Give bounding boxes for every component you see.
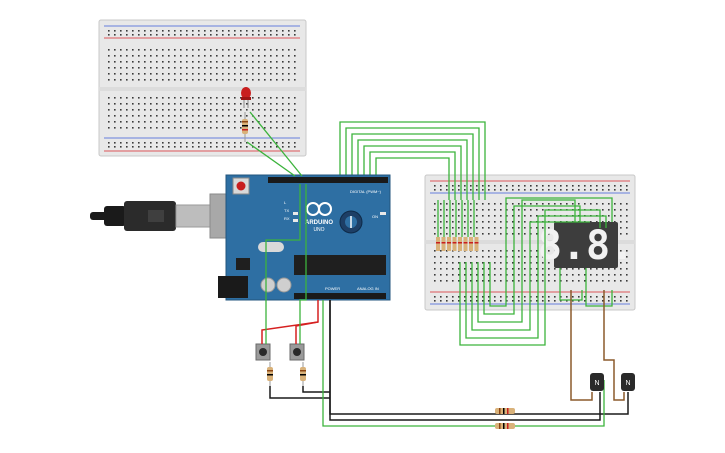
transistor-2[interactable]: N	[621, 373, 635, 391]
transistor-1-label: N	[594, 380, 599, 387]
button-wires[interactable]	[265, 184, 605, 427]
arduino-board[interactable]: ARDUINO UNO DIGITAL (PWM~) POWER ANALOG …	[90, 174, 391, 301]
collector-wires[interactable]	[570, 290, 625, 401]
seven-segment-display[interactable]: 8.8.	[538, 222, 634, 269]
arduino-uno: UNO	[313, 227, 324, 233]
led-resistor[interactable]	[242, 112, 248, 142]
usb-cable-icon	[90, 201, 211, 231]
led-wires[interactable]	[246, 111, 303, 177]
digital-label: DIGITAL (PWM~)	[350, 189, 382, 194]
analog-label: ANALOG IN	[357, 286, 379, 291]
power-wires[interactable]	[261, 300, 319, 344]
transistor-resistor-1[interactable]	[495, 408, 515, 414]
transistor-2-label: N	[625, 380, 630, 387]
button-resistor-1[interactable]	[267, 362, 273, 386]
potentiometer-icon[interactable]	[339, 210, 363, 234]
push-button-1[interactable]	[255, 343, 271, 361]
tx-label: TX	[284, 208, 289, 213]
arduino-brand: ARDUINO	[305, 220, 333, 226]
on-label: ON	[372, 214, 378, 219]
power-label: POWER	[325, 286, 340, 291]
rx-label: RX	[284, 216, 290, 221]
led-icon[interactable]	[241, 87, 251, 108]
button-resistor-2[interactable]	[300, 362, 306, 386]
reset-button-icon[interactable]	[232, 177, 250, 195]
transistor-1[interactable]: N	[590, 373, 604, 391]
ground-wires[interactable]	[269, 300, 629, 421]
display-digits: 8.8.	[538, 223, 634, 269]
digital-wires[interactable]	[339, 121, 613, 346]
top-breadboard-holes	[108, 30, 296, 148]
resistor-bank[interactable]	[436, 237, 479, 251]
transistor-resistor-2[interactable]	[495, 423, 515, 429]
arduino-logo: ARDUINO UNO	[305, 202, 333, 233]
l-label: L	[284, 200, 287, 205]
top-breadboard[interactable]	[98, 19, 307, 157]
push-button-2[interactable]	[289, 343, 305, 361]
